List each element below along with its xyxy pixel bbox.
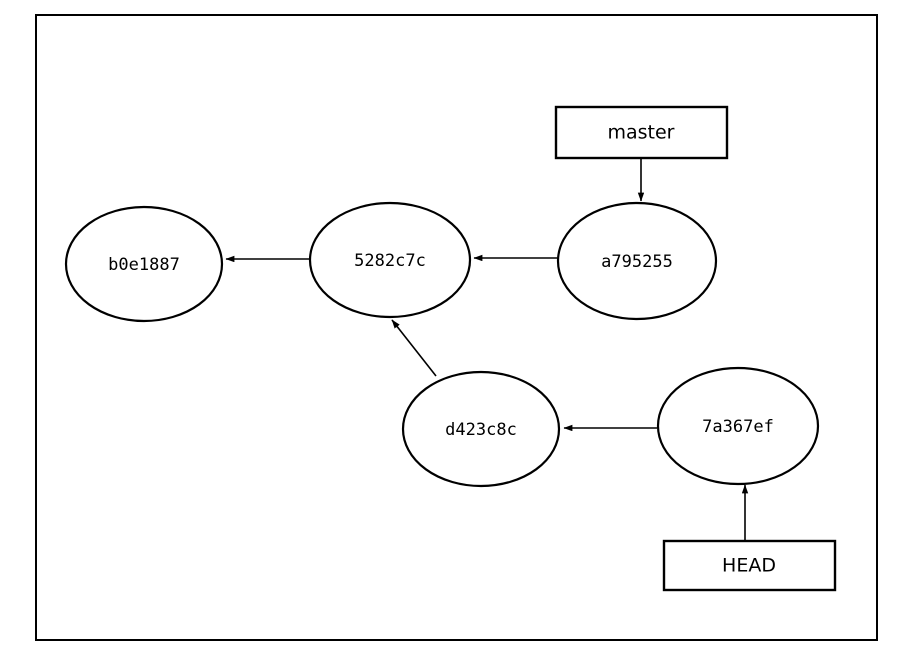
- edge-d423c8c-to-5282c7c: [391, 319, 437, 377]
- ref-label: HEAD: [722, 555, 776, 577]
- commit-ellipse: [656, 366, 820, 486]
- commit-label: b0e1887: [108, 255, 180, 275]
- commit-label: a795255: [601, 252, 673, 272]
- commit-node-b0e1887[interactable]: b0e1887: [64, 205, 224, 323]
- commit-label: 5282c7c: [354, 251, 426, 271]
- commit-ellipse: [556, 201, 718, 321]
- commit-label: 7a367ef: [702, 417, 774, 437]
- ref-label: master: [607, 122, 674, 144]
- ref-box-head[interactable]: HEAD: [662, 539, 837, 592]
- ref-rect: [662, 539, 837, 592]
- commit-node-d423c8c[interactable]: d423c8c: [401, 370, 561, 488]
- commit-node-5282c7c[interactable]: 5282c7c: [308, 201, 472, 319]
- commit-ellipse: [308, 201, 472, 319]
- ref-rect: [554, 105, 729, 160]
- ref-box-master[interactable]: master: [554, 105, 729, 160]
- diagram-border: [35, 14, 878, 641]
- commit-node-7a367ef[interactable]: 7a367ef: [656, 366, 820, 486]
- commit-ellipse: [64, 205, 224, 323]
- commit-ellipse: [401, 370, 561, 488]
- commit-node-a795255[interactable]: a795255: [556, 201, 718, 321]
- commit-label: d423c8c: [445, 420, 517, 440]
